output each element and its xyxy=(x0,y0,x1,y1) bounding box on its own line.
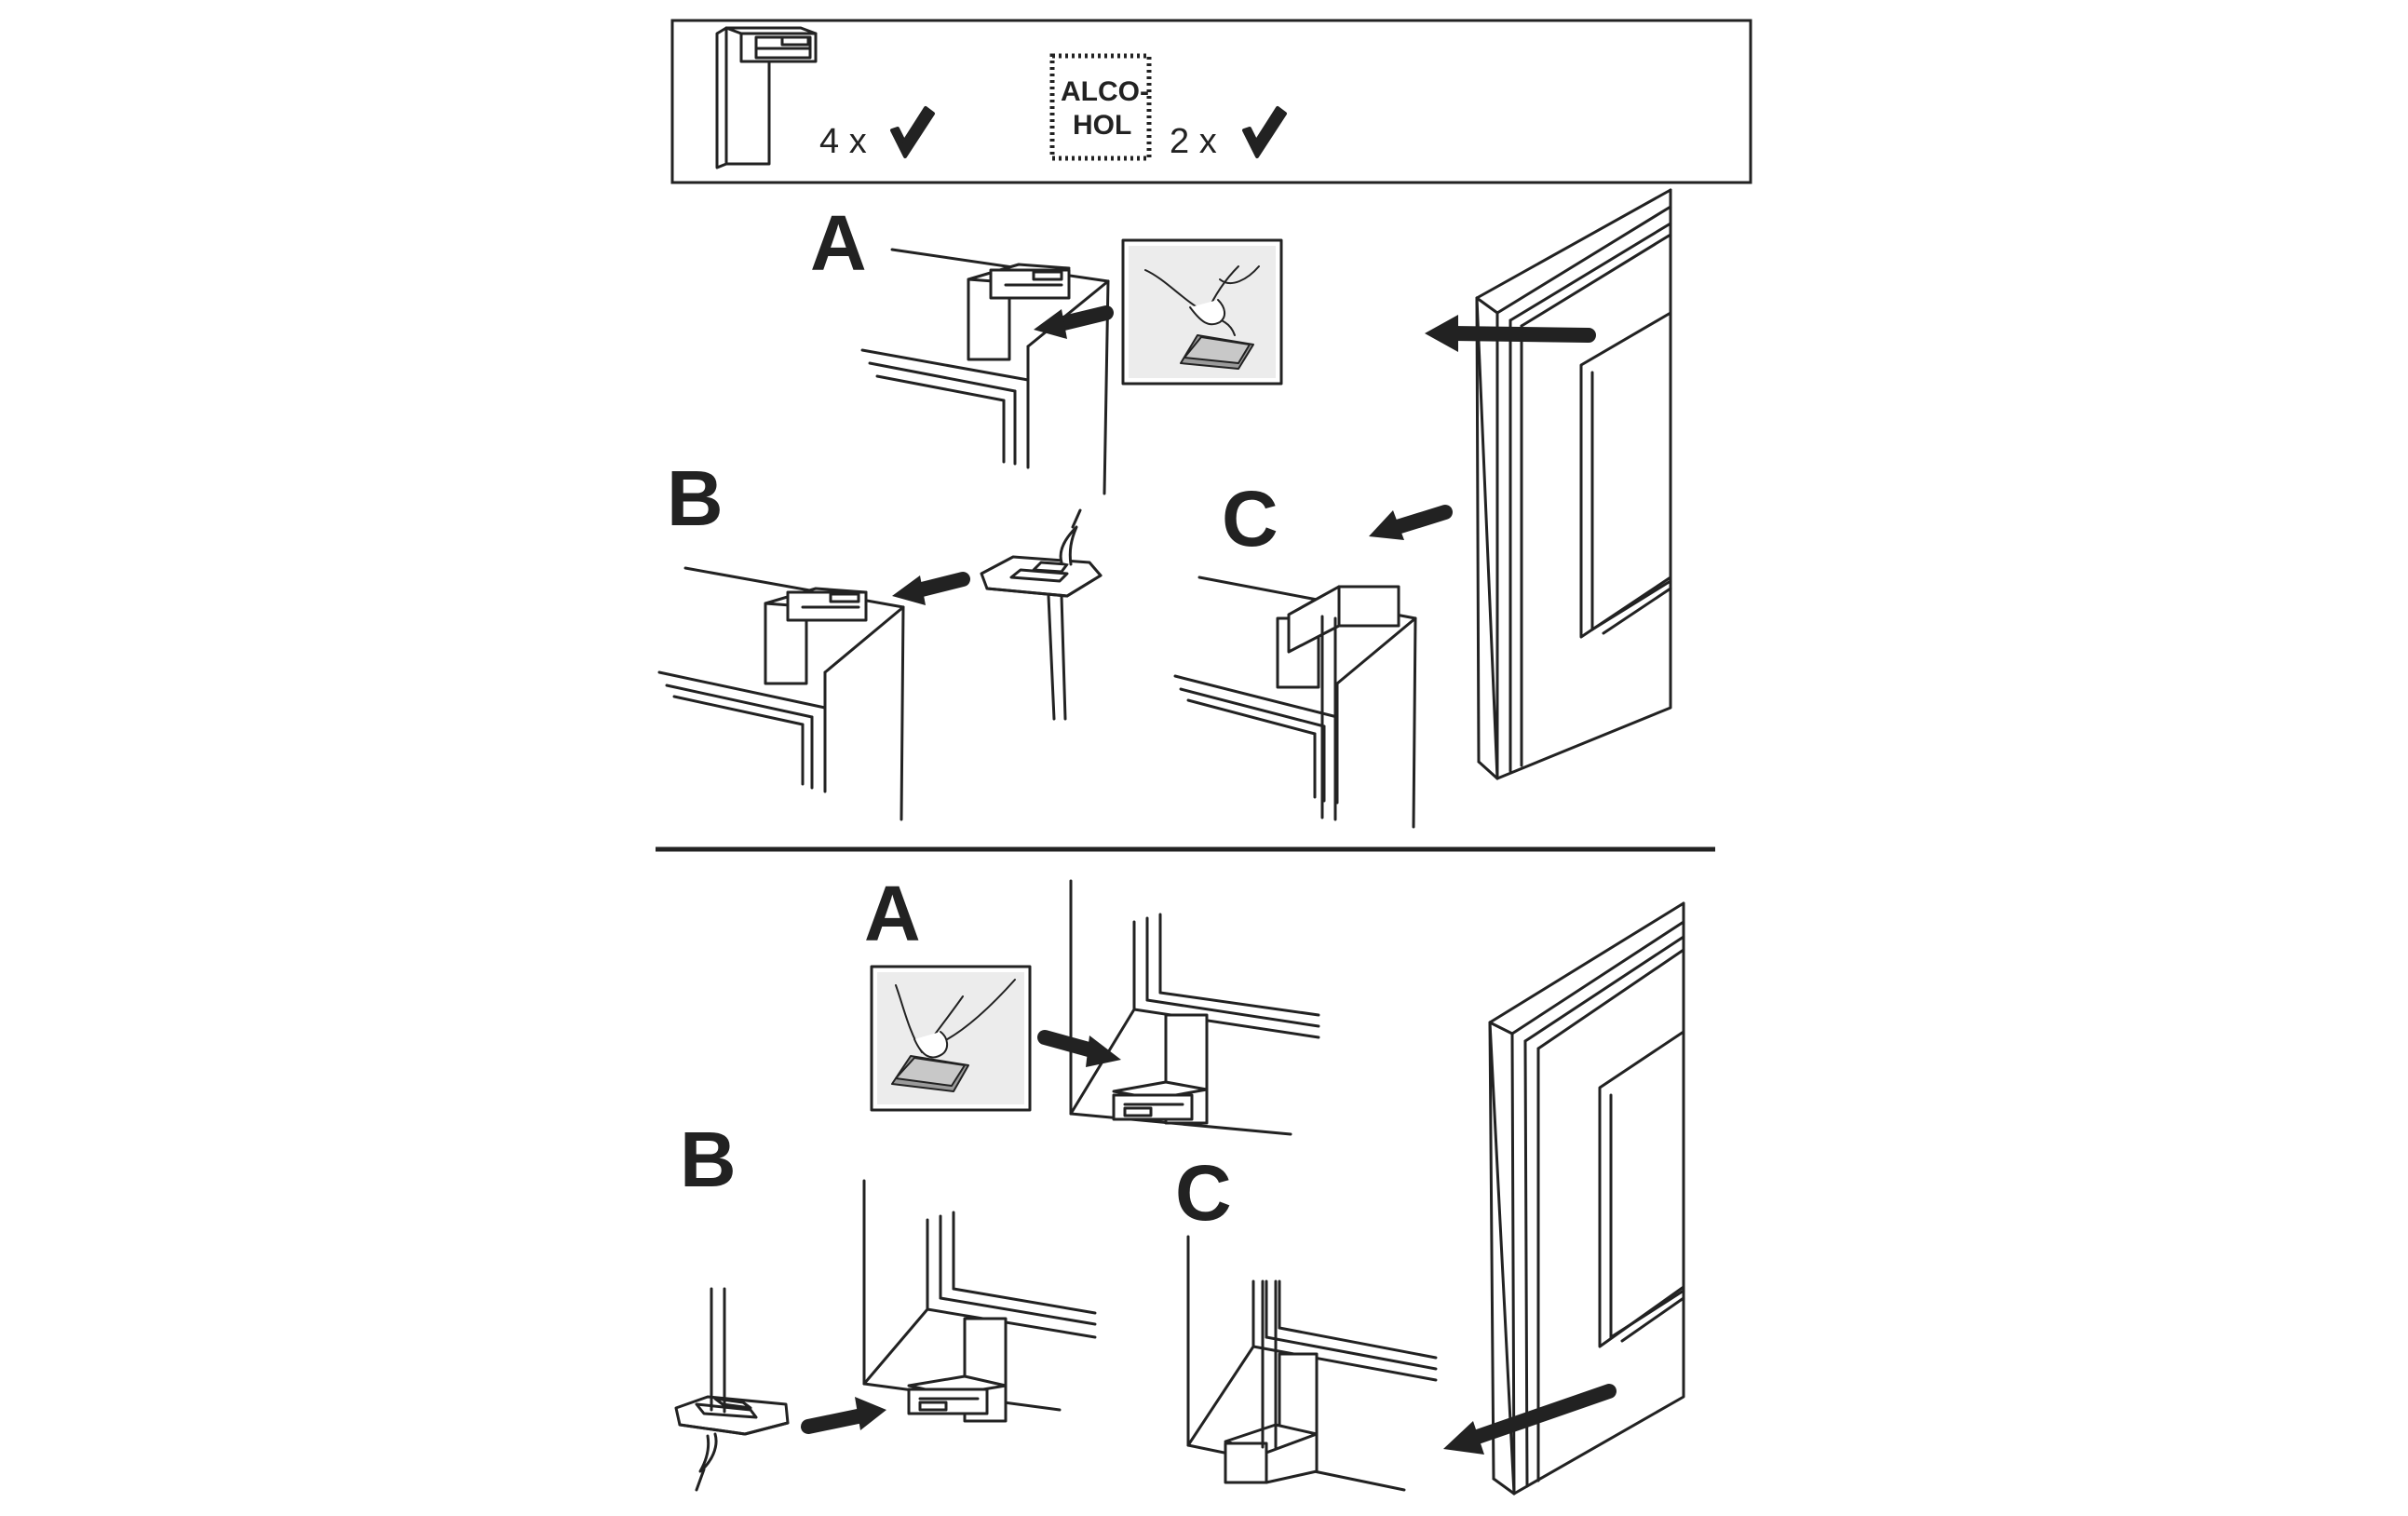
top-c-covered-clip xyxy=(1276,585,1400,689)
top-frame-arrow xyxy=(1425,315,1596,352)
bottom-section: A xyxy=(674,870,1685,1496)
top-step-b-label: B xyxy=(667,454,724,542)
top-c-hanging-cord xyxy=(1320,615,1337,821)
alcohol-wipe-icon: ALCO- HOL xyxy=(1049,53,1152,161)
top-a-frame-corner xyxy=(860,248,1110,495)
bottom-step-a-label: A xyxy=(864,870,921,957)
bottom-a-wipe-inset xyxy=(870,965,1032,1112)
top-picture-frame xyxy=(1475,188,1672,780)
bottom-frame-arrow xyxy=(1443,1384,1617,1455)
bottom-step-b-label: B xyxy=(680,1116,737,1203)
top-step-c-label: C xyxy=(1222,475,1278,562)
bottom-c-frame-corner xyxy=(1186,1235,1438,1492)
bottom-c-covered-clip xyxy=(1224,1352,1319,1484)
bottom-a-arrow xyxy=(1037,1030,1121,1067)
bottom-b-clip xyxy=(907,1317,1008,1423)
top-b-arrow xyxy=(892,572,970,605)
top-c-arrow xyxy=(1369,505,1453,540)
check-mark-icon xyxy=(890,106,935,158)
bottom-a-clip xyxy=(1112,1013,1209,1125)
parts-box-frame xyxy=(670,19,1752,184)
clip-quantity: 4 x xyxy=(819,122,867,161)
parts-box: 4 x ALCO- HOL 2 x xyxy=(670,19,1752,184)
top-b-clip xyxy=(764,587,868,685)
bottom-b-frame-corner xyxy=(862,1179,1097,1412)
bottom-c-hanging-cord xyxy=(1261,1279,1278,1449)
bottom-b-hanging-cord xyxy=(695,1287,726,1492)
bottom-b-arrow xyxy=(801,1397,886,1434)
top-a-arrow xyxy=(1034,305,1114,339)
bottom-b-clip-cover xyxy=(674,1395,790,1436)
clip-part-icon xyxy=(715,26,818,169)
top-b-hanging-cord xyxy=(1047,508,1082,721)
alcohol-wipe-label-line1: ALCO- xyxy=(1061,76,1149,107)
top-a-wipe-inset xyxy=(1121,238,1283,386)
check-mark-icon xyxy=(1242,106,1287,158)
wipe-quantity: 2 x xyxy=(1170,122,1217,161)
top-section: A xyxy=(657,188,1672,829)
bottom-step-c-label: C xyxy=(1175,1149,1232,1237)
top-a-clip xyxy=(967,263,1071,361)
top-step-a-label: A xyxy=(810,199,867,287)
top-b-clip-cover xyxy=(980,555,1103,598)
alcohol-wipe-label-line2: HOL xyxy=(1073,110,1131,141)
